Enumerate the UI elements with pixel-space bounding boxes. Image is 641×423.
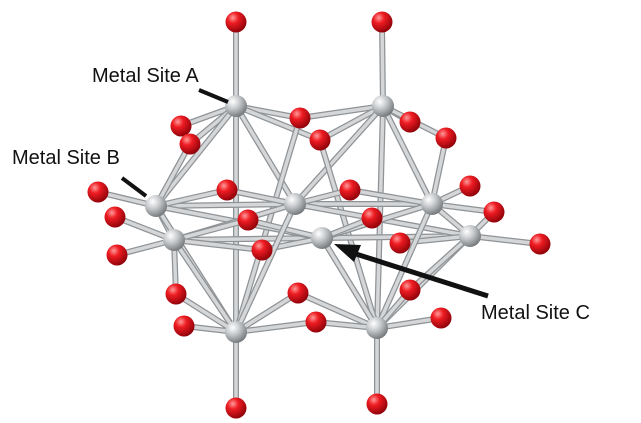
metal-atom [311,227,333,249]
oxygen-atom [389,232,411,254]
oxygen-atom [173,315,195,337]
oxygen-atom [251,239,273,261]
oxygen-atom [237,209,259,231]
metal-atom [372,95,394,117]
bond [380,20,385,108]
bond [234,320,318,334]
bond [298,104,385,120]
bond [320,236,379,330]
bond [154,104,238,208]
metal-atom [145,195,167,217]
oxygen-atom [165,283,187,305]
bond [172,238,264,252]
metal-atom [284,193,306,215]
bond [172,218,250,242]
bond [225,188,297,206]
bond [234,202,297,334]
oxygen-atom [361,207,383,229]
atoms [87,11,551,419]
oxygen-atom [225,397,247,419]
bond [154,142,192,208]
bond [234,291,300,334]
label-metal-site-b: Metal Site B [12,147,120,169]
oxygen-atom [483,201,505,223]
bond [430,136,448,206]
bond [348,188,434,206]
oxygen-atom [179,133,201,155]
oxygen-atom [106,244,128,266]
bond [174,292,238,334]
bond [398,234,472,245]
site-b-pointer [120,176,148,198]
annotations: Metal Site A Metal Site B Metal Site C [12,65,590,324]
oxygen-atom [459,175,481,197]
metal-atom [225,321,247,343]
site-a-pointer [198,88,229,104]
oxygen-atom [339,179,361,201]
bond [375,202,434,330]
oxygen-atom [435,127,457,149]
metal-atom [225,95,247,117]
site-c-pointer [355,251,489,299]
bond [234,104,297,206]
oxygen-atom [216,179,238,201]
oxygen-atom [399,279,421,301]
bond [381,104,434,206]
oxygen-atom [87,181,109,203]
metal-atom [163,229,185,251]
bond [293,104,385,206]
label-metal-site-c: Metal Site C [481,302,590,324]
bond [234,104,322,142]
bond [296,291,379,330]
metal-atom [459,225,481,247]
oxygen-atom [529,233,551,255]
bond [172,236,324,242]
oxygen-atom [366,393,388,415]
bond [408,234,472,292]
oxygen-atom [287,282,309,304]
oxygen-atom [170,115,192,137]
bond [154,188,229,208]
bond [318,104,385,142]
label-metal-site-a: Metal Site A [92,65,199,87]
bond [318,138,379,330]
oxygen-atom [430,307,452,329]
oxygen-atom [305,311,327,333]
oxygen-atom [225,11,247,33]
site-c-arrowhead [334,244,361,262]
oxygen-atom [104,206,126,228]
metal-atom [421,193,443,215]
oxygen-atom [399,111,421,133]
oxygen-atom [371,11,393,33]
oxygen-atom [309,129,331,151]
bond [154,202,297,208]
bond [172,238,238,334]
metal-atom [366,317,388,339]
oxygen-atom [289,107,311,129]
bond [468,234,542,246]
